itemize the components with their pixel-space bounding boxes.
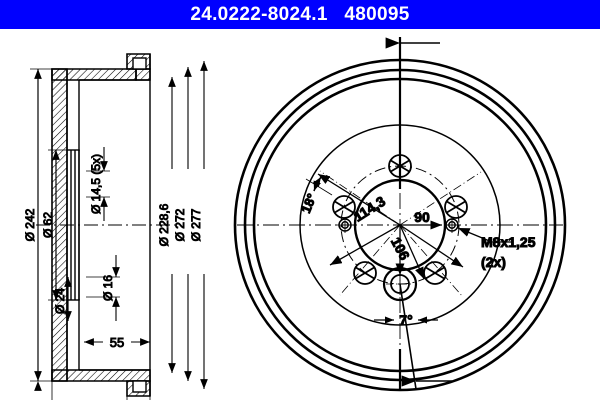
dimension-label-d242: Ø 242	[23, 208, 37, 241]
dimension-d24: Ø 24	[53, 277, 72, 321]
angle-label-7: 7°	[399, 312, 412, 328]
stud-hole	[332, 195, 356, 219]
dimension-d62: Ø 62	[41, 150, 60, 300]
dimension-bc1143: 114,3	[317, 173, 401, 266]
dimension-label-bc106: 106	[388, 235, 413, 263]
stud-hole	[353, 261, 377, 285]
thread-callout: M8x1,25 (2x)	[457, 227, 536, 271]
dimension-label-w55: 55	[110, 335, 124, 350]
dimension-bc90: 90	[400, 209, 442, 230]
angle-label-18: 18°	[298, 191, 319, 215]
stud-hole	[444, 195, 468, 219]
dimension-label-d145: Ø 14,5 (5x)	[89, 154, 103, 214]
section-arrow-bottom	[398, 349, 452, 391]
thread-spec-label: M8x1,25	[481, 234, 536, 250]
threaded-hole	[444, 217, 460, 233]
dimension-label-d277: Ø 277	[189, 208, 203, 241]
dimension-label-bc90: 90	[414, 209, 430, 225]
threaded-holes	[337, 217, 460, 233]
section-arrow-top	[385, 37, 440, 189]
dimension-label-d2286: Ø 228,6	[157, 203, 171, 246]
dimension-d242: Ø 242	[23, 69, 42, 391]
dimension-label-d24: Ø 24	[53, 288, 67, 314]
dimension-label-d272: Ø 272	[173, 208, 187, 241]
title-banner: 24.0222-8024.1 480095	[0, 0, 600, 29]
title-text: 24.0222-8024.1 480095	[190, 3, 410, 25]
dimension-d272: Ø 272	[173, 67, 192, 381]
angle-7: 7°	[374, 283, 438, 390]
dimension-w55: 55	[84, 334, 150, 351]
threaded-hole	[337, 217, 353, 233]
front-view: 18° 114,3 90 106	[233, 37, 567, 392]
section-view: Ø 242 Ø 62 Ø 24 Ø 14,5 (5x)	[23, 53, 208, 400]
dimension-d145: Ø 14,5 (5x)	[89, 147, 108, 221]
dimension-label-d62: Ø 62	[41, 212, 55, 238]
thread-quantity-label: (2x)	[481, 254, 506, 270]
stud-hole	[423, 261, 447, 285]
drawing-canvas: Ø 242 Ø 62 Ø 24 Ø 14,5 (5x)	[0, 29, 600, 400]
dimension-d2286: Ø 228,6	[157, 77, 176, 373]
dimension-label-d16: Ø 16	[101, 275, 115, 301]
dimension-d16: Ø 16	[101, 255, 120, 321]
dimension-d277: Ø 277	[189, 61, 208, 389]
angle-18: 18°	[298, 176, 333, 216]
